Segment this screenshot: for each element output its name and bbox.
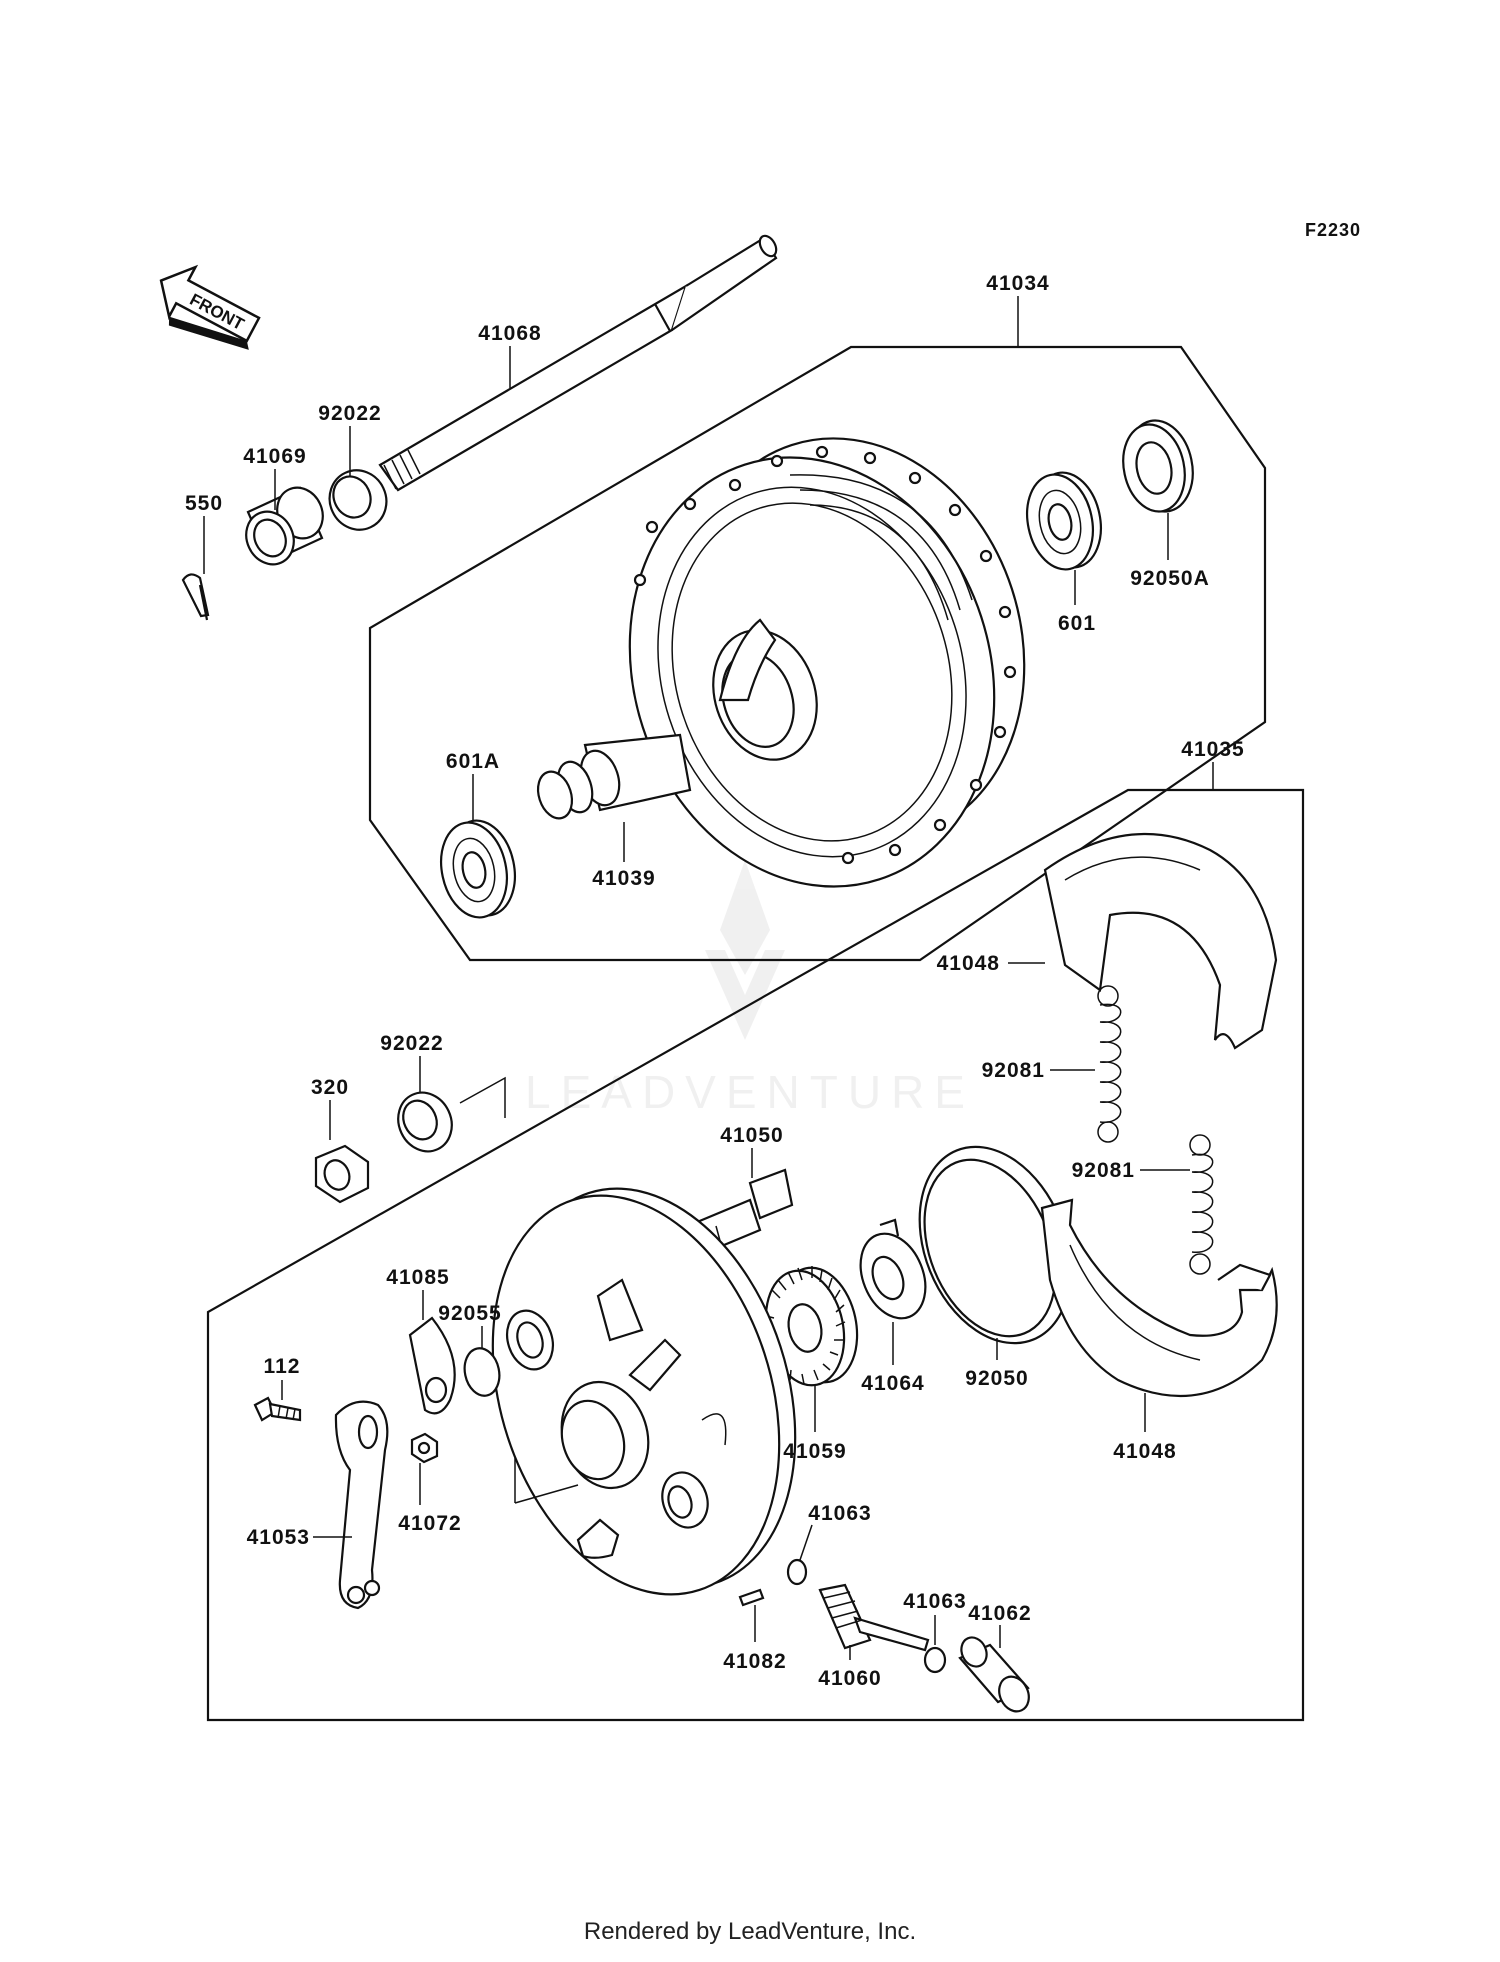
callout-41060: 41060 [818,1667,881,1690]
front-arrow-icon: FRONT [159,264,261,350]
washer-41063-b [923,1646,947,1674]
o-ring-92055 [463,1347,501,1397]
bearing-601A [440,819,516,919]
watermark: LEADVENTURE [525,860,975,1118]
bearing-601 [1026,471,1102,571]
callout-41063-b: 41063 [903,1590,966,1613]
callout-41063-a: 41063 [808,1502,871,1525]
callout-320: 320 [311,1076,349,1099]
callout-labels: 41034 41068 92022 41069 550 601 92050A 6… [185,272,1244,1690]
callout-601A: 601A [446,750,500,773]
brake-shoe-41048-lower [1040,1198,1278,1398]
spacer-92022-lower [397,1091,453,1153]
plate-41085 [408,1316,456,1415]
callout-41039: 41039 [592,867,655,890]
callout-41072: 41072 [398,1512,461,1535]
callout-41034: 41034 [986,272,1049,295]
pin-41082 [738,1588,765,1607]
callout-41082: 41082 [723,1650,786,1673]
footer-credit: Rendered by LeadVenture, Inc. [583,1918,917,1945]
spacer-92022-top [328,469,388,531]
wheel-hub [536,437,1026,888]
spoke-holes [633,445,1017,865]
callout-41064: 41064 [861,1372,924,1395]
wheel-assembly-frame [368,345,1267,962]
cotter-pin-550 [181,573,210,621]
callout-41062: 41062 [968,1602,1031,1625]
callout-550: 550 [185,492,223,515]
callout-41050: 41050 [720,1124,783,1147]
callout-92081-lower: 92081 [1072,1159,1135,1182]
callout-41053: 41053 [247,1526,310,1549]
seal-92050A [1122,419,1194,513]
callout-601: 601 [1058,612,1096,635]
bushing-41062 [958,1636,1030,1713]
brake-panel [491,1187,797,1596]
callout-41048-lower: 41048 [1113,1440,1176,1463]
callout-92022: 92022 [318,402,381,425]
brake-assembly-frame [206,788,1305,1722]
nut-41072 [410,1432,439,1464]
brake-shoe-41048-top [1043,832,1278,1050]
callout-41035: 41035 [1181,738,1244,761]
callout-92050A: 92050A [1130,567,1210,590]
callout-41048-top: 41048 [937,952,1000,975]
nut-320 [314,1144,370,1204]
bolt-112 [253,1396,302,1422]
callout-41068: 41068 [478,322,541,345]
axle-41068 [378,234,778,492]
callout-92022-lower: 92022 [380,1032,443,1055]
washer-41063-a [786,1558,808,1586]
seal-92050 [918,1145,1072,1345]
svg-text:LEADVENTURE: LEADVENTURE [525,1066,975,1118]
retainer-41064 [859,1218,927,1320]
collar-41069 [245,486,324,566]
callout-41069: 41069 [243,445,306,468]
pinion-41060 [818,1583,930,1652]
diagram-code: F2230 [1305,220,1361,240]
lever-41053 [334,1400,389,1610]
spring-92081-lower [1189,1134,1214,1275]
callout-41085: 41085 [386,1266,449,1289]
callout-92081-top: 92081 [982,1059,1045,1082]
callout-92055: 92055 [438,1302,501,1325]
spring-92081-top [1097,985,1122,1143]
callout-92050: 92050 [965,1367,1028,1390]
callout-112: 112 [264,1355,301,1378]
callout-41059: 41059 [783,1440,846,1463]
